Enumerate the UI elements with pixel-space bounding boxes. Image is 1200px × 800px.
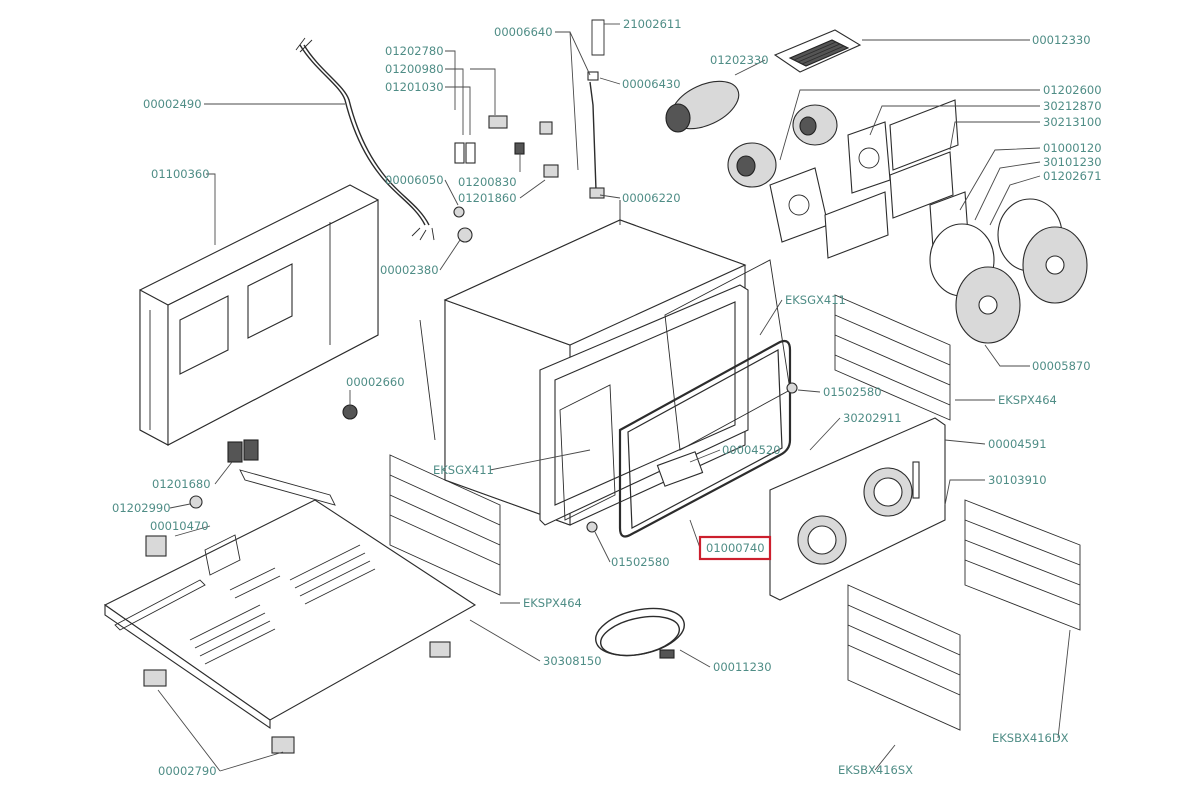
label-00006430: 00006430 (622, 77, 681, 91)
label-EKSBX416SX: EKSBX416SX (838, 763, 913, 777)
label-00006220: 00006220 (622, 191, 681, 205)
label-EKSBX416DX: EKSBX416DX (992, 731, 1069, 745)
label-01201860: 01201860 (458, 191, 517, 205)
label-01202990: 01202990 (112, 501, 171, 515)
label-00011230: 00011230 (713, 660, 772, 674)
hose-part (595, 607, 685, 659)
label-00002380: 00002380 (380, 263, 439, 277)
label-01502580-right: 01502580 (823, 385, 882, 399)
door-gasket-part (618, 339, 792, 538)
label-01202780: 01202780 (385, 44, 444, 58)
label-01202600: 01202600 (1043, 83, 1102, 97)
label-01202330: 01202330 (710, 53, 769, 67)
leader-lines (157, 23, 1071, 772)
label-01202671: 01202671 (1043, 169, 1102, 183)
label-00012330: 00012330 (1032, 33, 1091, 47)
label-01201680: 01201680 (152, 477, 211, 491)
label-30101230: 30101230 (1043, 155, 1102, 169)
label-EKSGX411-mid: EKSGX411 (433, 463, 494, 477)
power-cable-part (295, 37, 435, 241)
fan-wheels-part (929, 198, 1088, 344)
left-side-panel-part (139, 184, 379, 446)
label-00002490: 00002490 (143, 97, 202, 111)
label-00004591: 00004591 (988, 437, 1047, 451)
label-30103910: 30103910 (988, 473, 1047, 487)
rear-fan-panel-part (769, 417, 946, 601)
label-21002611: 21002611 (623, 17, 682, 31)
fan-motors-part (665, 80, 838, 188)
oven-cavity-part (419, 200, 749, 526)
part-number-labels: 00002490 01202780 01200980 01201030 0000… (112, 17, 1102, 778)
label-EKSPX464-left: EKSPX464 (523, 596, 582, 610)
side-racks-part (847, 499, 1081, 731)
highlighted-part-box[interactable] (698, 535, 772, 561)
label-00004520: 00004520 (722, 443, 781, 457)
small-parts (145, 382, 798, 557)
feet-part (143, 641, 451, 754)
label-01100360: 01100360 (151, 167, 210, 181)
label-30202911: 30202911 (843, 411, 902, 425)
label-EKSGX411-top: EKSGX411 (785, 293, 846, 307)
label-30308150: 30308150 (543, 654, 602, 668)
label-01502580-bottom: 01502580 (611, 555, 670, 569)
label-01200980: 01200980 (385, 62, 444, 76)
capacitors-part (453, 19, 605, 243)
label-00002660: 00002660 (346, 375, 405, 389)
label-EKSPX464-right: EKSPX464 (998, 393, 1057, 407)
label-01000740: 01000740 (706, 541, 765, 555)
label-30213100: 30213100 (1043, 115, 1102, 129)
label-30212870: 30212870 (1043, 99, 1102, 113)
base-tray-part (103, 469, 477, 730)
label-01201030: 01201030 (385, 80, 444, 94)
label-00005870: 00005870 (1032, 359, 1091, 373)
label-00006050: 00006050 (385, 173, 444, 187)
label-01000120: 01000120 (1043, 141, 1102, 155)
label-00006640: 00006640 (494, 25, 553, 39)
label-00010470: 00010470 (150, 519, 209, 533)
label-01200830: 01200830 (458, 175, 517, 189)
label-00002790: 00002790 (158, 764, 217, 778)
top-grille-part (773, 29, 862, 73)
